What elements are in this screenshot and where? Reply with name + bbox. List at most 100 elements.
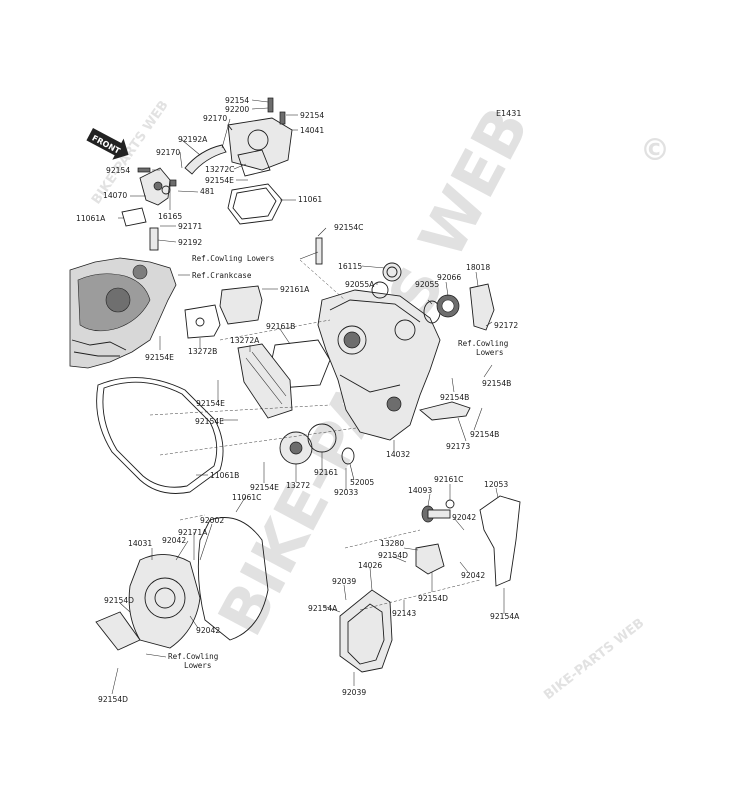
assembly-line-5	[344, 529, 421, 549]
water-hose-92192a	[184, 144, 227, 175]
thermostat-housing	[227, 117, 293, 171]
label-92192: 92192	[178, 238, 202, 247]
label-92033: 92033	[334, 488, 358, 497]
label-92154d-r2: 92154D	[418, 594, 448, 603]
ref-cowling-bot-line1: Ref.Cowling	[168, 652, 218, 661]
assembly-line-6	[359, 579, 481, 611]
label-92170-a: 92170	[203, 114, 227, 123]
assembly-line-4	[299, 259, 346, 301]
label-92171a: 92171A	[178, 528, 208, 537]
bearing-92066	[436, 294, 460, 318]
plate-13272a	[237, 343, 293, 419]
label-92200: 92200	[225, 105, 249, 114]
label-92055: 92055	[415, 280, 439, 289]
ref-cowling-mid-line2: Lowers	[476, 348, 503, 357]
bolt-92154-left	[137, 167, 151, 173]
ref-cowling-lowers-top: Ref.Cowling Lowers	[192, 254, 274, 263]
label-14070: 14070	[103, 191, 127, 200]
o-ring-92055a	[371, 281, 389, 299]
bolt-92154-top	[267, 97, 274, 113]
pipe-92192	[149, 227, 159, 251]
label-92154-left: 92154	[106, 166, 130, 175]
label-92154e-mid: 92154E	[145, 353, 174, 362]
bolt-92154c	[315, 237, 323, 265]
label-14093: 14093	[408, 486, 432, 495]
shaft-14093	[421, 499, 455, 523]
label-11061: 11061	[298, 195, 322, 204]
label-16115: 16115	[338, 262, 362, 271]
gasket-92161a	[219, 285, 263, 325]
label-92154b-a: 92154B	[482, 379, 511, 388]
label-92002: 92002	[200, 516, 224, 525]
label-92042-r: 92042	[452, 513, 476, 522]
label-92143: 92143	[392, 609, 416, 618]
label-92154e-b: 92154E	[250, 483, 279, 492]
label-92042-r2: 92042	[461, 571, 485, 580]
label-92154b-c: 92154B	[470, 430, 499, 439]
label-14041: 14041	[300, 126, 324, 135]
seal-16115	[382, 262, 402, 282]
thermostat-cover-11061	[227, 183, 283, 225]
cover-18018	[469, 283, 495, 331]
pipe-14070	[139, 167, 171, 206]
label-92154e-l2: 92154E	[195, 417, 224, 426]
generator-cover-14031	[95, 554, 201, 651]
label-92154d-r: 92154D	[378, 551, 408, 560]
bracket-12053	[479, 495, 521, 587]
leader-lines	[111, 99, 505, 695]
gasket-13272b	[184, 304, 221, 339]
label-92154b-b: 92154B	[440, 393, 469, 402]
label-13272a: 13272A	[230, 336, 260, 345]
label-92154-top: 92154	[225, 96, 249, 105]
copyright-mark: ©	[640, 133, 670, 168]
bracket-92173	[419, 401, 471, 421]
assembly-line-2	[159, 427, 357, 456]
gasket-11061a	[121, 207, 147, 227]
thermostat-gasket-13272c	[237, 149, 271, 177]
label-13272b: 13272B	[188, 347, 217, 356]
label-481: 481	[200, 187, 215, 196]
label-92154e-top: 92154E	[205, 176, 234, 185]
gasket-11061b	[96, 377, 224, 494]
ref-cowling-bot-line2: Lowers	[184, 661, 211, 670]
label-13272c: 13272C	[205, 165, 234, 174]
diagram-code: E1431	[496, 109, 521, 118]
label-13280: 13280	[380, 539, 404, 548]
label-92161a: 92161A	[280, 285, 310, 294]
label-13272: 13272	[286, 481, 310, 490]
ref-cowling-mid-line1: Ref.Cowling	[458, 339, 508, 348]
crankcase-reference-shape	[69, 257, 177, 369]
label-92154e-l: 92154E	[196, 399, 225, 408]
label-92042-a: 92042	[162, 536, 186, 545]
pulser-cover-14026	[339, 589, 393, 673]
label-11061c: 11061C	[232, 493, 261, 502]
label-16165: 16165	[158, 212, 182, 221]
label-11061a: 11061A	[76, 214, 106, 223]
label-92039-b: 92039	[342, 688, 366, 697]
assembly-line-3	[219, 319, 331, 341]
gasket-11061c	[197, 517, 269, 641]
bolt-16165	[169, 179, 177, 187]
ref-crankcase: Ref.Crankcase	[192, 271, 252, 280]
seal-52005	[341, 447, 355, 465]
label-92039-a: 92039	[332, 577, 356, 586]
label-12053: 12053	[484, 480, 508, 489]
label-14026: 14026	[358, 561, 382, 570]
clutch-cover-14032	[317, 289, 441, 441]
label-92055a: 92055A	[345, 280, 375, 289]
label-18018: 18018	[466, 263, 490, 272]
part-13272	[279, 431, 313, 465]
label-92161b: 92161B	[266, 322, 295, 331]
label-92171: 92171	[178, 222, 202, 231]
label-92172: 92172	[494, 321, 518, 330]
label-52005: 52005	[350, 478, 374, 487]
label-92192a: 92192A	[178, 135, 208, 144]
assembly-line-1	[149, 404, 331, 416]
label-92154d-b: 92154D	[98, 695, 128, 704]
label-11061b: 11061B	[210, 471, 239, 480]
label-14032: 14032	[386, 450, 410, 459]
label-92066: 92066	[437, 273, 461, 282]
label-92154a-a: 92154A	[308, 604, 338, 613]
assembly-line-7	[179, 514, 206, 521]
